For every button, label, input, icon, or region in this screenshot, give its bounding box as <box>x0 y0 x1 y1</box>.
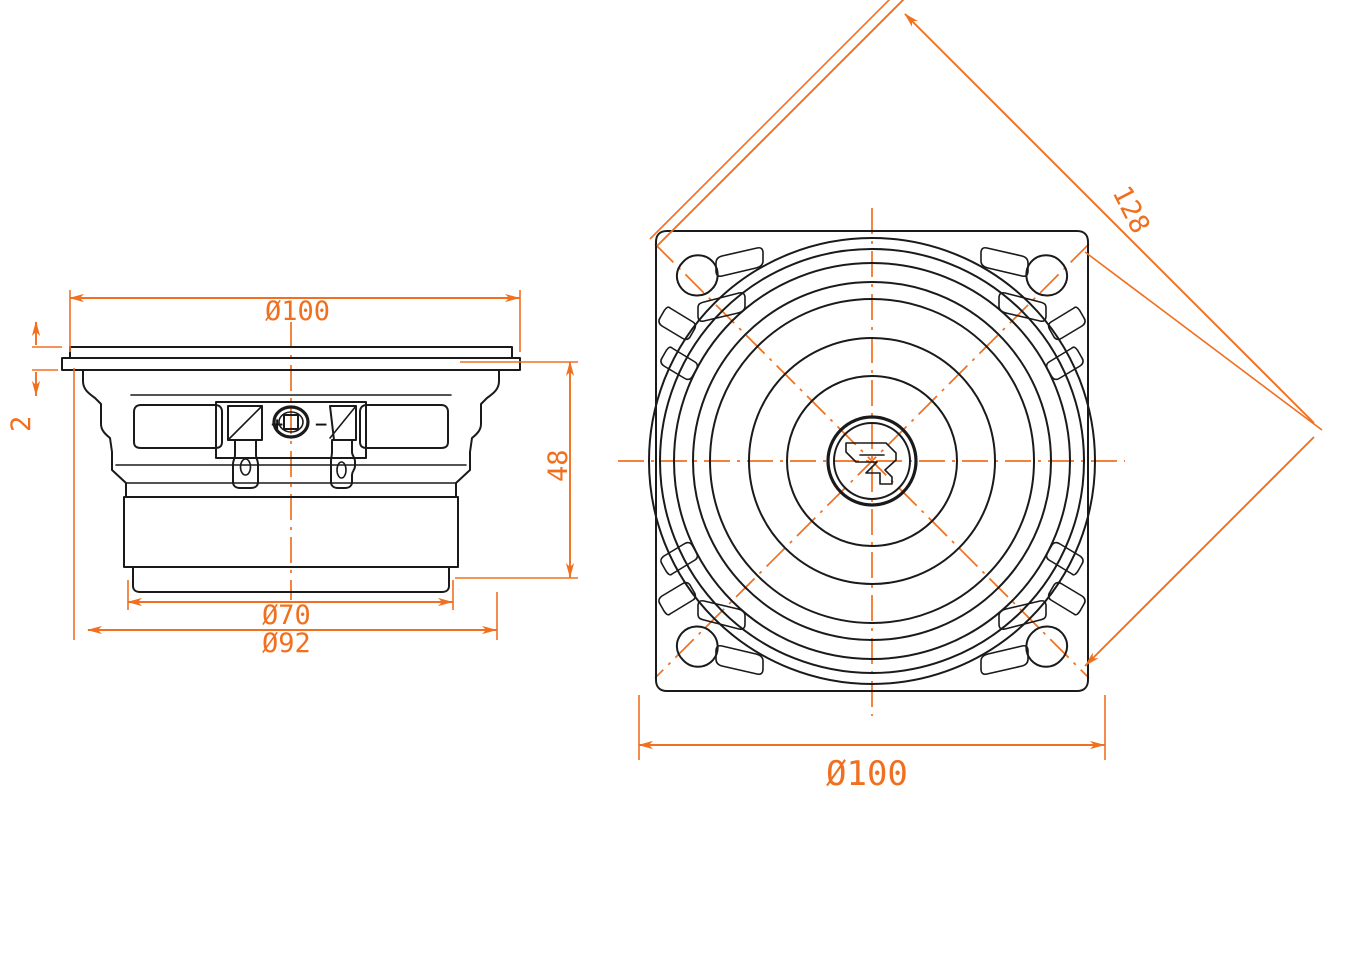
mounting-ear-bottom-left <box>658 541 764 676</box>
basket-profile <box>82 369 500 498</box>
dim-frame-diagonal: 128 <box>649 0 1323 667</box>
dim-frame-width: Ø100 <box>638 695 1106 794</box>
cone-rings <box>692 281 1052 641</box>
dim-label-flange-diameter: Ø100 <box>265 296 330 327</box>
magnet-assembly <box>123 496 459 593</box>
terminal-positive: + <box>227 405 284 489</box>
dust-cap <box>826 415 918 507</box>
side-view: + − <box>6 290 578 659</box>
speaker-rim <box>648 237 1096 685</box>
dim-basket-diameter: Ø92 <box>73 368 498 659</box>
terminal-negative-label: − <box>314 415 328 435</box>
dim-label-frame-diagonal: 128 <box>1106 181 1156 239</box>
dim-magnet-diameter: Ø70 <box>127 580 454 631</box>
terminal-block: + − <box>215 401 367 489</box>
dim-label-frame-width: Ø100 <box>826 754 908 794</box>
mounting-flange <box>61 346 521 371</box>
dim-label-overall-depth: 48 <box>543 449 574 482</box>
dim-flange-thickness: 2 <box>6 321 62 432</box>
dim-overall-depth: 48 <box>455 361 578 579</box>
dim-flange-diameter: Ø100 <box>69 290 521 352</box>
front-view: 128 Ø100 <box>618 0 1323 794</box>
terminal-negative: − <box>314 405 357 489</box>
mounting-ear-bottom-right <box>980 541 1086 676</box>
pole-vent <box>272 405 310 439</box>
mounting-ear-top-left <box>658 246 764 381</box>
dim-label-basket-diameter: Ø92 <box>262 628 311 659</box>
center-logo <box>845 442 897 485</box>
speaker-frame <box>655 230 1089 692</box>
dim-label-magnet-diameter: Ø70 <box>262 600 311 631</box>
mounting-ear-top-right <box>980 246 1086 381</box>
dim-label-flange-thickness: 2 <box>6 416 37 432</box>
front-view-centerline-diag-2 <box>654 243 1090 679</box>
